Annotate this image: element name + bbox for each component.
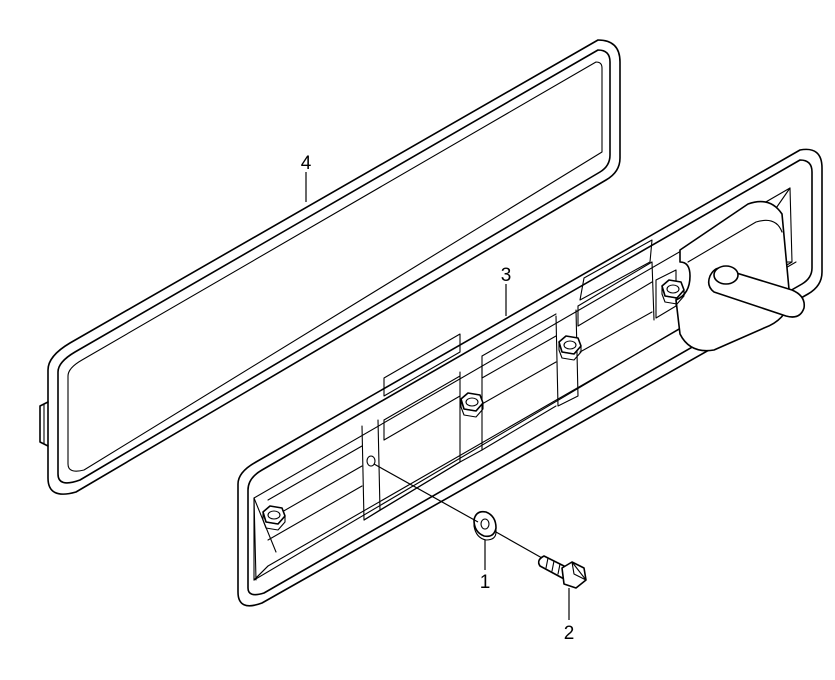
callout-labels: 1 2 3 4 (301, 153, 575, 644)
bolt-head-3 (558, 335, 582, 361)
bolt-head-2 (460, 392, 484, 418)
bolt-part-2 (537, 555, 587, 589)
callout-2: 2 (564, 623, 575, 644)
bolt-head-4 (661, 279, 685, 305)
callout-leaders (305, 172, 570, 620)
callout-4: 4 (301, 153, 312, 174)
gasket-part-4 (39, 39, 621, 495)
callout-3: 3 (501, 265, 512, 286)
cover-bolts (262, 279, 685, 531)
assembly-leaders (373, 463, 543, 559)
bolt-head-1 (262, 505, 286, 531)
callout-1: 1 (480, 572, 491, 593)
washer-part-1 (473, 510, 497, 541)
cover-part-3 (237, 148, 823, 607)
